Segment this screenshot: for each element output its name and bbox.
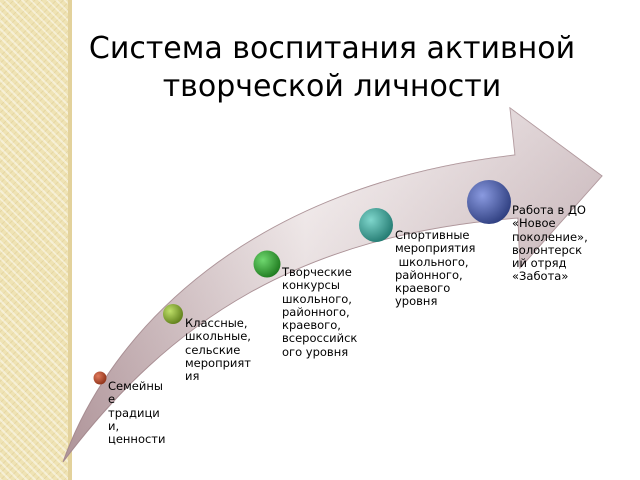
stage-creative-label-line: Творческие <box>282 265 352 279</box>
stage-volunteer-label-line: поколение», <box>512 229 588 244</box>
circle-marker-icon <box>93 371 107 385</box>
slide-title-line-2: творческой личности <box>162 69 502 104</box>
slide-title-line-1: Система воспитания активной <box>88 31 576 66</box>
stage-volunteer-label-line: ий отряд <box>512 256 567 271</box>
slide-title: Система воспитания активной творческой л… <box>72 30 592 106</box>
side-panel-edge <box>68 0 72 480</box>
stage-family-label-line: традици <box>108 405 160 420</box>
stage-sports-label-line: школьного, <box>395 254 469 269</box>
stage-sports-label-line: районного, <box>395 267 463 282</box>
stage-volunteer-label: Работа в ДО «Новое поколение», волонтерс… <box>512 203 588 284</box>
stage-class-label-line: Классные, <box>185 316 248 330</box>
stage-creative-label-line: всероссийск <box>282 331 358 346</box>
stage-creative-label-line: ого уровня <box>282 344 349 359</box>
stage-family-label-line: ценности <box>108 432 166 447</box>
stage-class-label-line: ия <box>185 369 200 384</box>
stage-volunteer-label-line: Работа в ДО <box>512 203 586 217</box>
stage-creative-label-line: районного, <box>282 304 350 319</box>
stage-family-label-line: Семейны <box>108 379 163 393</box>
decorative-side-panel <box>0 0 72 480</box>
stage-sports-label-line: мероприятия <box>395 241 476 256</box>
stage-volunteer-label-line: «Новое <box>512 216 556 231</box>
stage-creative-label-line: конкурсы <box>282 278 340 293</box>
stage-class-label-line: мероприят <box>185 355 251 370</box>
stage-class-label: Классные, школьные, сельские мероприят и… <box>185 316 251 384</box>
stage-family-label-line: и, <box>108 418 120 433</box>
stage-sports-label-line: уровня <box>395 294 438 309</box>
stage-class-label-line: сельские <box>185 342 241 357</box>
stage-sports-label: Спортивные мероприятия школьного, районн… <box>395 228 476 309</box>
stage-sports-label-line: Спортивные <box>395 228 470 242</box>
stage-sports-label-line: краевого <box>395 281 451 296</box>
stage-class-label-line: школьные, <box>185 329 251 344</box>
circle-marker-icon <box>163 304 183 324</box>
curved-arrow-highlight <box>63 108 602 462</box>
stage-creative-label-line: школьного, <box>282 291 352 306</box>
stage-volunteer-label-line: «Забота» <box>512 269 569 284</box>
circle-marker-icon <box>253 250 281 278</box>
stage-creative-label-line: краевого, <box>282 318 341 333</box>
stage-family-label: Семейны е традици и, ценности <box>108 379 166 447</box>
stage-volunteer-label-line: волонтерск <box>512 242 583 257</box>
circle-marker-icon <box>467 180 511 224</box>
stage-creative-label: Творческие конкурсы школьного, районного… <box>282 265 358 359</box>
stage-family-label-line: е <box>108 392 116 407</box>
circle-marker-icon <box>359 208 393 242</box>
